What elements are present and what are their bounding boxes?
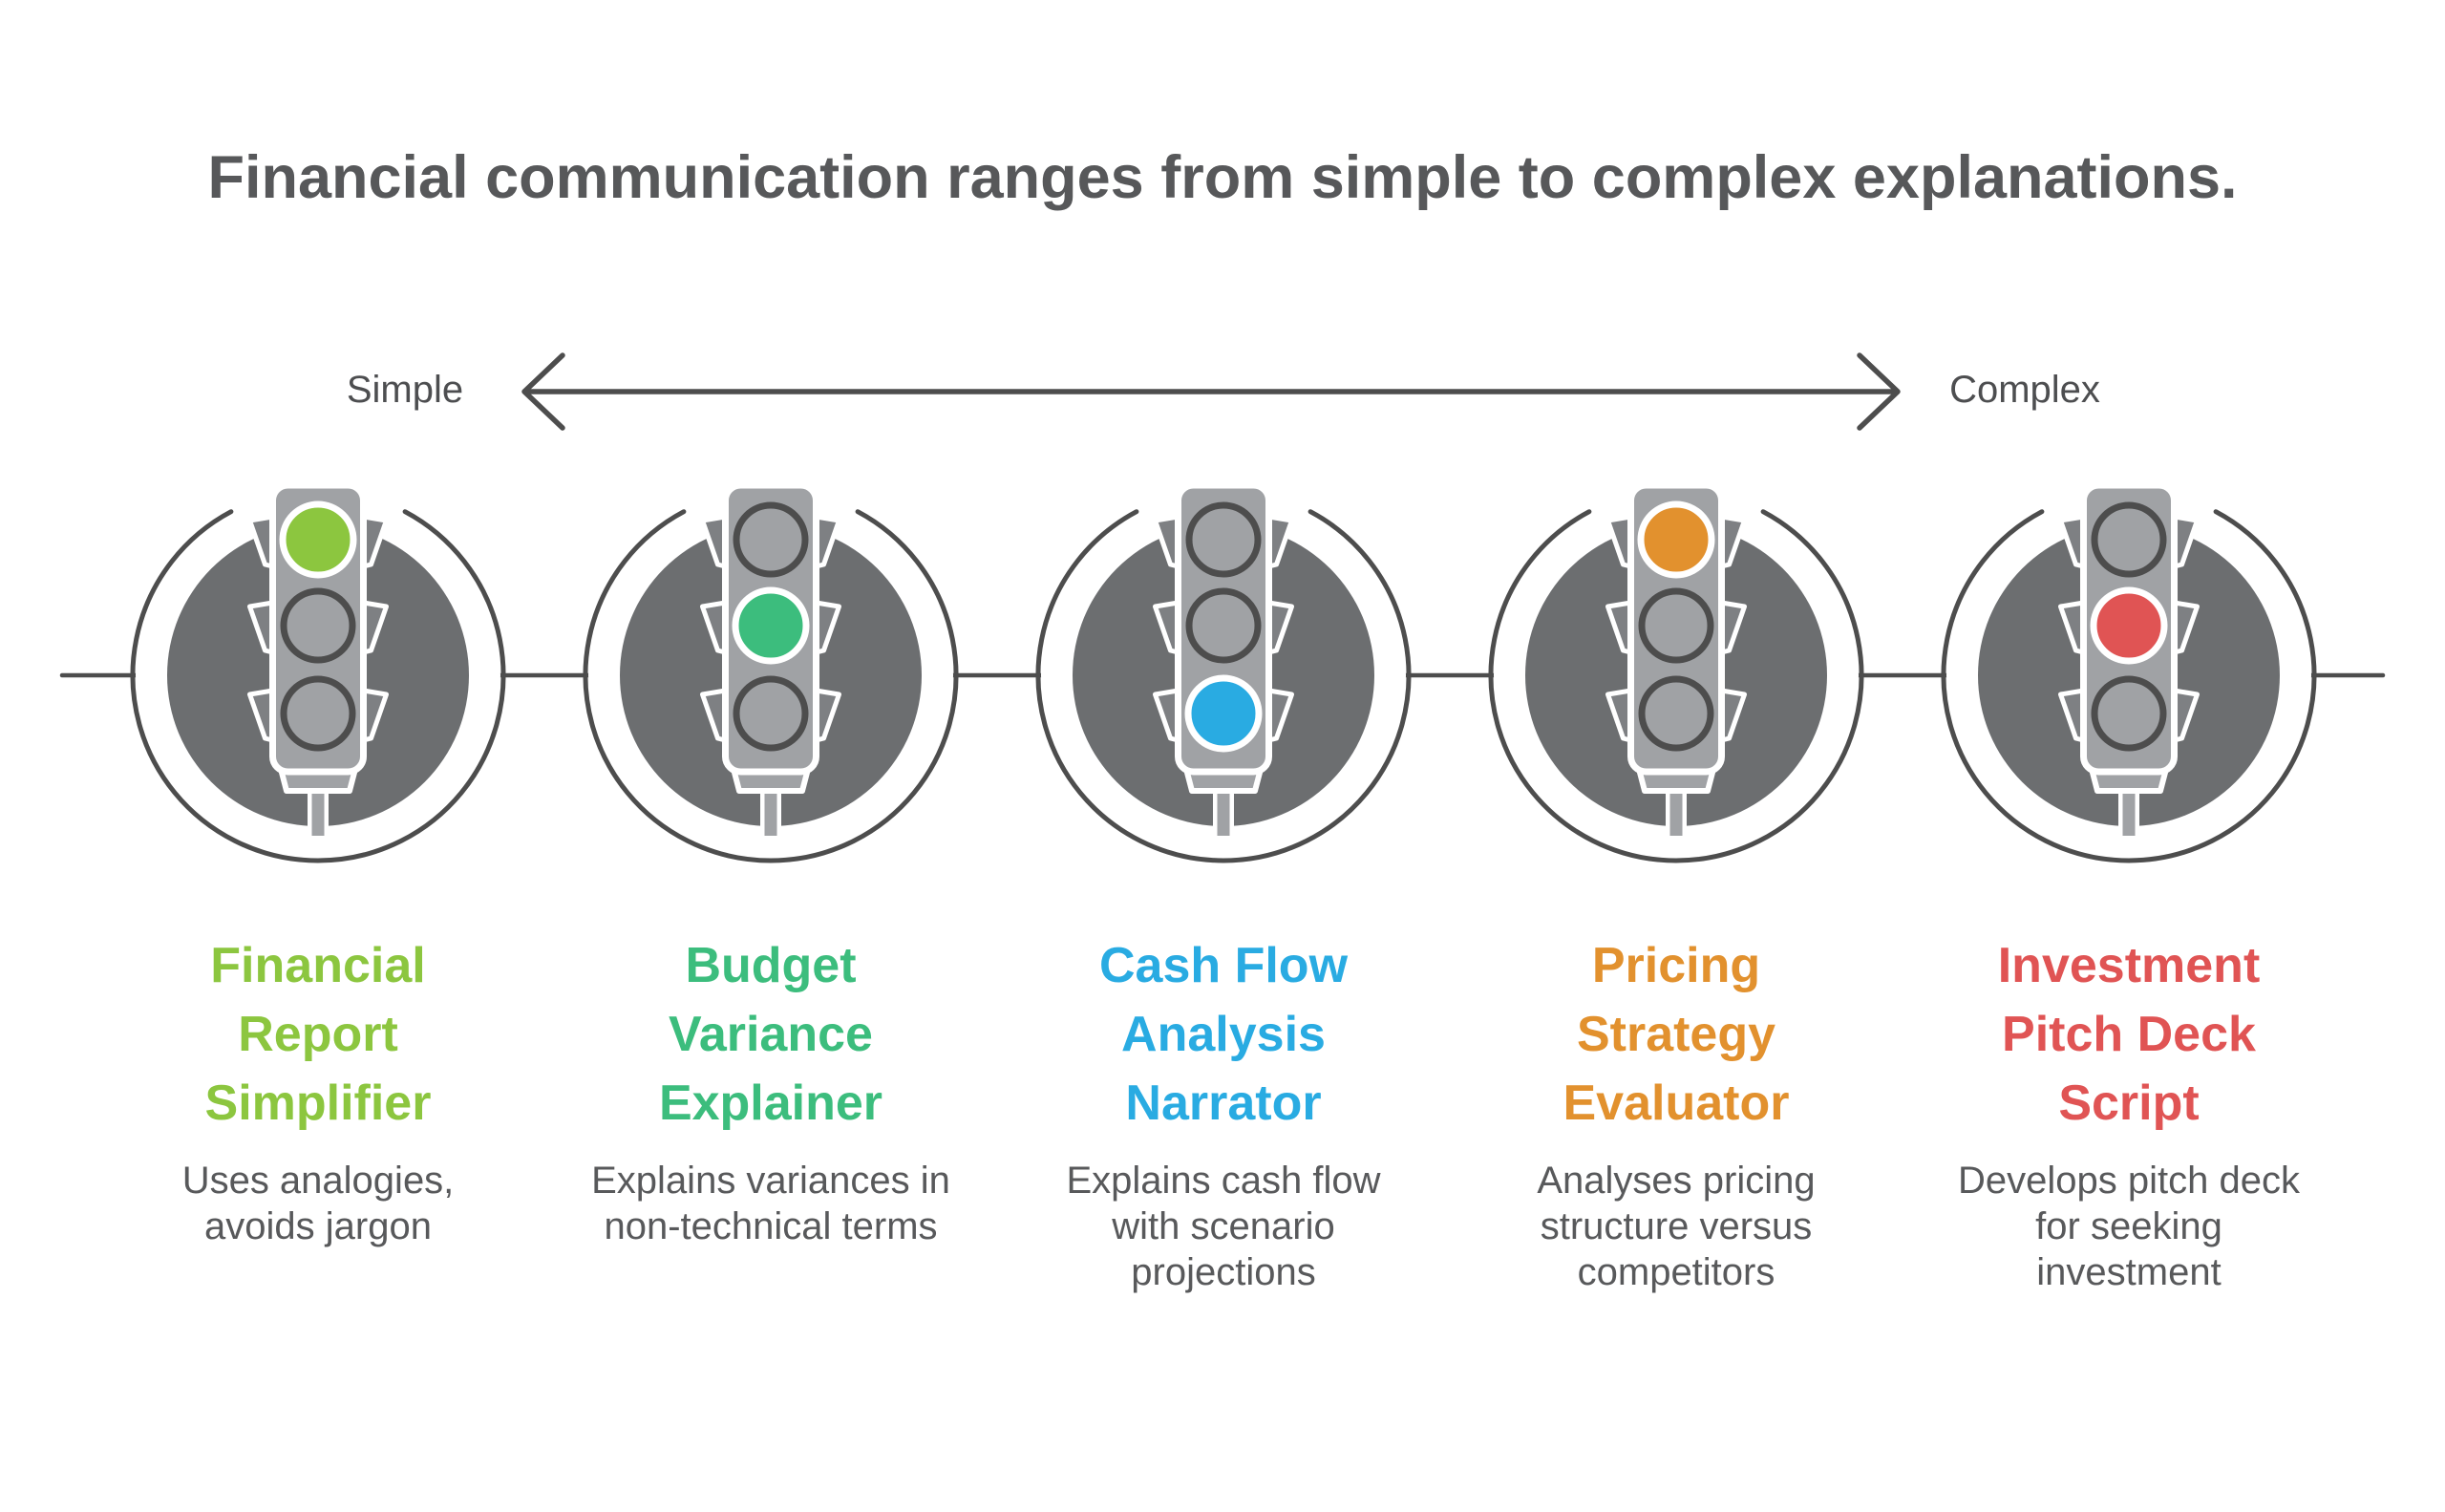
item-heading: Investment Pitch Deck Script xyxy=(1997,938,2261,1131)
item-description: Analyses pricing structure versus compet… xyxy=(1537,1160,1816,1293)
traffic-light-icon-budget-variance-explainer xyxy=(544,446,997,905)
axis-label-simple: Simple xyxy=(346,369,464,411)
item-heading: Budget Variance Explainer xyxy=(658,938,883,1131)
item-description: Uses analogies, avoids jargon xyxy=(181,1160,455,1247)
spectrum-arrow xyxy=(521,352,1901,431)
item-description: Develops pitch deck for seeking investme… xyxy=(1958,1160,2300,1293)
item-description: Explains cash flow with scenario project… xyxy=(1066,1160,1381,1293)
traffic-light-icon-investment-pitch-deck-script xyxy=(1903,446,2355,905)
traffic-light-icon-cash-flow-analysis-narrator xyxy=(997,446,1450,905)
item-heading: Financial Report Simplifier xyxy=(204,938,432,1131)
traffic-light-icon-pricing-strategy-evaluator xyxy=(1450,446,1903,905)
item-heading: Cash Flow Analysis Narrator xyxy=(1098,938,1349,1131)
page-title: Financial communication ranges from simp… xyxy=(207,144,2238,211)
axis-label-complex: Complex xyxy=(1949,369,2100,411)
traffic-light-icon-financial-report-simplifier xyxy=(92,446,544,905)
item-heading: Pricing Strategy Evaluator xyxy=(1563,938,1790,1131)
item-description: Explains variances in non-technical term… xyxy=(591,1160,950,1247)
